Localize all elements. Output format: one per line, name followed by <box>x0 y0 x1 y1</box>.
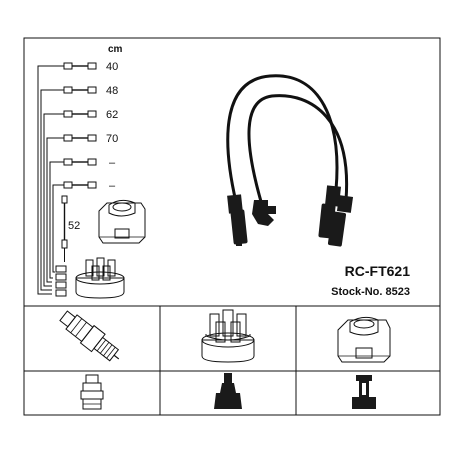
distributor-cap-large-icon <box>201 309 255 363</box>
lead-schematic: cm 40 48 62 70 <box>37 44 146 299</box>
ignition-coil-large-icon <box>337 316 391 363</box>
ignition-cable-set-illustration <box>226 74 354 247</box>
coil-boot-icon-b <box>327 195 354 247</box>
coil-lead: 52 <box>61 195 80 262</box>
plug-terminal-icon <box>80 374 104 410</box>
lead-row-40: 40 <box>63 61 118 73</box>
distributor-cap-icon <box>55 257 125 299</box>
lead-row-48: 48 <box>63 85 118 97</box>
ignition-coil-icon <box>98 199 146 244</box>
lead-length-label: 70 <box>106 133 118 145</box>
unit-label: cm <box>108 44 123 55</box>
plug-boot-icon <box>227 194 248 246</box>
spark-plug-icon <box>59 310 120 362</box>
lead-row-62: 62 <box>63 109 118 121</box>
lead-length-label: 40 <box>106 61 118 73</box>
lead-length-label: 48 <box>106 85 118 97</box>
coil-lead-length-label: 52 <box>68 220 80 232</box>
angled-plug-boot-icon <box>252 200 276 226</box>
lead-length-label: 62 <box>106 109 118 121</box>
lead-length-label: – <box>109 157 116 169</box>
lead-row-6: – <box>63 180 116 192</box>
lead-length-label: – <box>109 180 116 192</box>
coil-terminal-icon <box>352 375 376 409</box>
product-model: RC-FT621 <box>345 263 411 279</box>
lead-row-70: 70 <box>63 133 118 145</box>
lead-row-5: – <box>63 157 116 169</box>
stock-number: Stock-No. 8523 <box>331 286 410 298</box>
cap-terminal-icon <box>214 373 242 409</box>
diagram-frame <box>23 37 441 416</box>
